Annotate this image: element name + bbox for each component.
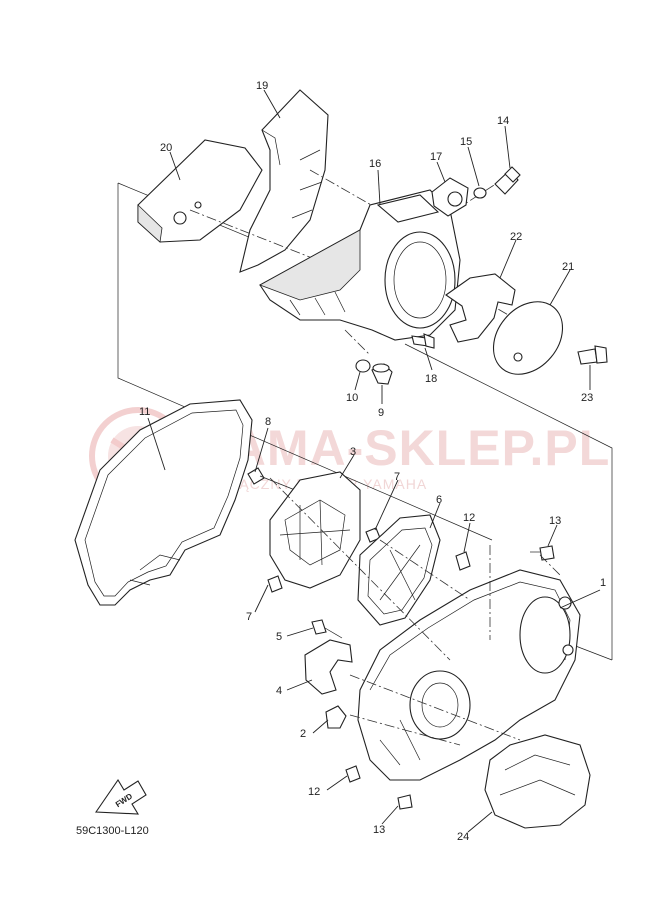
fwd-arrow-icon: FWD (94, 778, 147, 815)
callout-17: 17 (430, 151, 442, 163)
callout-12b: 12 (308, 786, 320, 798)
callouts: 1 2 3 4 5 6 7 7 8 9 10 11 12 12 13 13 14… (139, 80, 606, 843)
part-20-guide (137, 139, 263, 243)
leader-lines (147, 89, 601, 833)
callout-24: 24 (457, 831, 469, 843)
callout-20: 20 (160, 142, 172, 154)
part-4-plate (304, 639, 353, 695)
callout-4: 4 (276, 685, 282, 697)
callout-7b: 7 (246, 611, 252, 623)
callout-16: 16 (369, 158, 381, 170)
callout-13a: 13 (549, 515, 561, 527)
callout-23: 23 (581, 392, 593, 404)
part-16-housing (259, 189, 461, 341)
part-24-cover (484, 734, 591, 829)
callout-18: 18 (425, 373, 437, 385)
part-10-ring (355, 359, 371, 373)
part-18-bolt (411, 333, 435, 349)
part-12-dowel-b (345, 765, 361, 783)
drawing-code: 59C1300-L120 (76, 825, 149, 837)
callout-5: 5 (276, 631, 282, 643)
part-8-bolt (247, 467, 296, 491)
part-1-crankcase-cover (357, 569, 581, 781)
callout-21: 21 (562, 261, 574, 273)
callout-2: 2 (300, 728, 306, 740)
part-23-screw (577, 345, 608, 365)
callout-22: 22 (510, 231, 522, 243)
part-13-bolt-b (397, 794, 413, 810)
part-5-screw (311, 619, 343, 639)
part-14-plug (494, 166, 521, 195)
callout-9: 9 (378, 407, 384, 419)
part-2-nut (325, 705, 347, 729)
callout-7a: 7 (394, 471, 400, 483)
callout-12a: 12 (463, 512, 475, 524)
callout-13b: 13 (373, 824, 385, 836)
callout-8: 8 (265, 416, 271, 428)
part-19-shroud (239, 89, 329, 273)
part-7-dowel-b (267, 575, 283, 593)
part-22-plate (445, 273, 516, 343)
callout-15: 15 (460, 136, 472, 148)
part-9-bushing (371, 363, 393, 385)
callout-1: 1 (600, 577, 606, 589)
part-15-oring (473, 187, 487, 199)
callout-19: 19 (256, 80, 268, 92)
part-13-bolt-a (530, 545, 555, 561)
part-17-bracket (431, 177, 469, 217)
part-11-gasket (74, 399, 253, 606)
part-12-dowel-a (455, 551, 471, 571)
callout-11: 11 (139, 406, 150, 418)
part-21-cover-disc (492, 301, 564, 375)
watermark-title: YAMA-SKLEP.PL (200, 420, 610, 476)
callout-14: 14 (497, 115, 509, 127)
callout-10: 10 (346, 392, 358, 404)
callout-6: 6 (436, 494, 442, 506)
callout-3: 3 (350, 446, 356, 458)
part-6-gasket (357, 514, 441, 626)
